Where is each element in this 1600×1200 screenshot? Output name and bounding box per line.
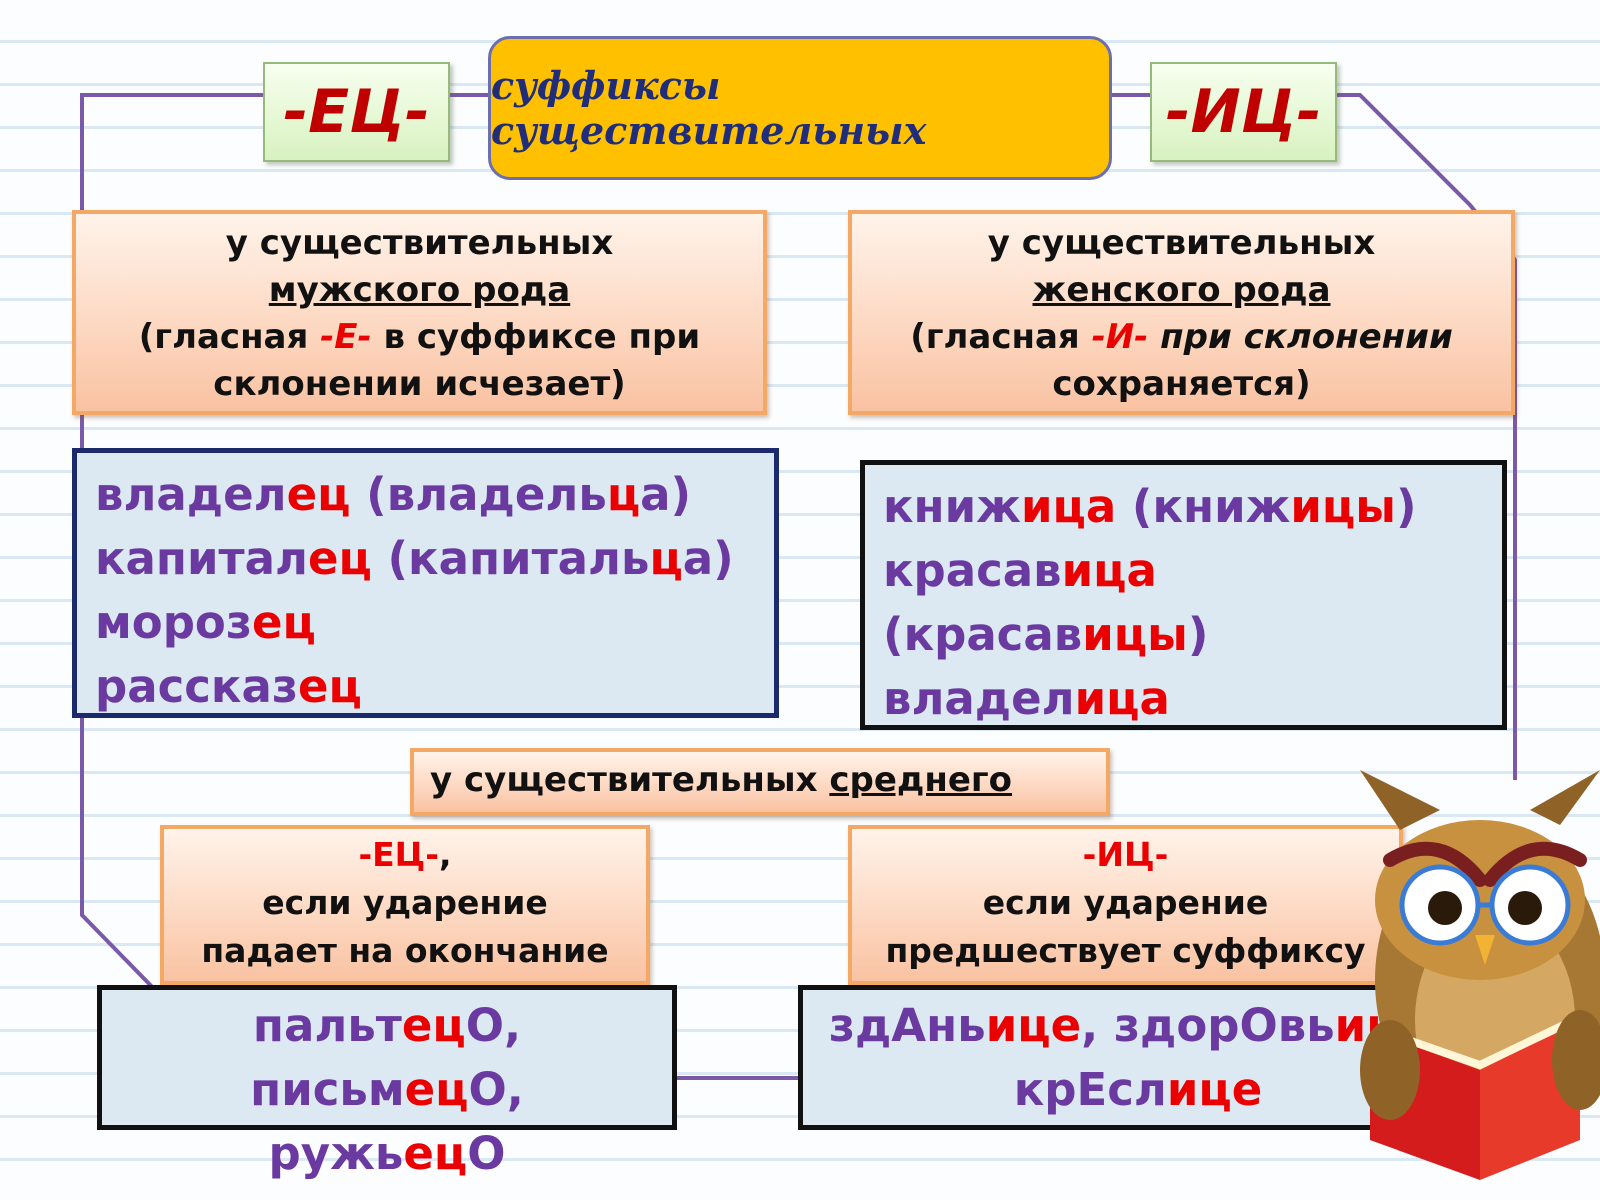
- example-text: здАнь: [828, 999, 986, 1052]
- feminine-vowel: -И-: [1091, 317, 1149, 357]
- page-title: суффиксы существительных: [491, 63, 927, 153]
- masculine-line3: (гласная -Е- в суффиксе при: [76, 314, 763, 361]
- example-text: О: [467, 1127, 506, 1180]
- neuter-ec-comma: ,: [439, 835, 452, 874]
- neuter-ic-line2: если ударение: [982, 883, 1269, 922]
- neuter-ic-rule-box: -ИЦ- если ударение предшествует суффиксу: [848, 825, 1403, 985]
- right-suffix-label: -ИЦ-: [1150, 62, 1337, 162]
- example-line: ружьецО: [102, 1122, 672, 1186]
- owl-icon: [1360, 770, 1600, 1180]
- suffix-highlight: ице: [985, 999, 1082, 1052]
- example-text: (книж: [1116, 480, 1291, 533]
- example-text: О,: [468, 1063, 524, 1116]
- example-text: капитал: [95, 532, 308, 585]
- example-line: владелица: [883, 667, 1502, 731]
- example-text: крЕсл: [1013, 1063, 1167, 1116]
- neuter-header-box: у существительных среднего: [410, 748, 1110, 816]
- suffix-highlight: ицы: [1290, 480, 1396, 533]
- suffix-highlight: ец: [251, 596, 316, 649]
- masculine-line3-post: в суффиксе при: [383, 317, 701, 357]
- example-text: а): [640, 468, 692, 521]
- example-text: О,: [465, 999, 522, 1052]
- feminine-examples-list: книжица (книжицы)красавица(красавицы)вла…: [883, 475, 1502, 731]
- masculine-rule-box: у существительных мужского рода (гласная…: [72, 210, 767, 415]
- feminine-rule-box: у существительных женского рода (гласная…: [848, 210, 1515, 415]
- example-text: (владель: [350, 468, 607, 521]
- suffix-highlight: ец: [403, 1127, 468, 1180]
- suffix-highlight: ец: [401, 999, 466, 1052]
- masculine-vowel: -Е-: [320, 317, 372, 357]
- suffix-highlight: ица: [1061, 544, 1157, 597]
- right-suffix-text: -ИЦ-: [1165, 77, 1322, 147]
- suffix-highlight: ец: [404, 1063, 469, 1116]
- feminine-line3: (гласная -И- при склонении: [852, 314, 1511, 361]
- suffix-highlight: ц: [606, 468, 641, 521]
- example-line: пальтецО,: [102, 994, 672, 1058]
- masculine-line3-pre: (гласная: [138, 317, 321, 357]
- masculine-line4: склонении исчезает): [213, 364, 626, 404]
- example-text: красав: [883, 544, 1062, 597]
- example-text: письм: [250, 1063, 405, 1116]
- example-line: крЕслице: [803, 1058, 1473, 1122]
- example-line: письмецО,: [102, 1058, 672, 1122]
- example-text: (капиталь: [371, 532, 650, 585]
- example-text: , здорОвь: [1081, 999, 1335, 1052]
- example-text: владел: [883, 672, 1075, 725]
- title-box: суффиксы существительных: [488, 36, 1112, 180]
- feminine-line3-pre: (гласная: [910, 317, 1092, 357]
- suffix-highlight: ице: [1166, 1063, 1263, 1116]
- suffix-highlight: ец: [307, 532, 372, 585]
- example-line: книжица (книжицы): [883, 475, 1502, 539]
- example-text: пальт: [252, 999, 402, 1052]
- suffix-highlight: ицы: [1082, 608, 1188, 661]
- suffix-highlight: ец: [297, 660, 362, 713]
- neuter-ec-examples-box: пальтецО,письмецО,ружьецО: [97, 985, 677, 1180]
- neuter-ec-rule-box: -ЕЦ-, если ударение падает на окончание: [160, 825, 650, 985]
- neuter-ic-suffix: -ИЦ-: [1082, 835, 1169, 874]
- neuter-ec-line1: -ЕЦ-,: [164, 831, 646, 879]
- neuter-ec-line2: если ударение: [262, 883, 548, 922]
- feminine-line1: у существительных: [987, 223, 1376, 263]
- example-text: рассказ: [95, 660, 298, 713]
- masculine-examples-box: владелец (владельца)капиталец (капитальц…: [72, 448, 779, 718]
- feminine-line3-post: при склонении: [1160, 317, 1453, 357]
- example-text: книж: [883, 480, 1021, 533]
- neuter-gender: среднего: [829, 760, 1013, 800]
- neuter-prefix: у существительных: [430, 760, 830, 800]
- feminine-gender: женского рода: [1032, 270, 1331, 310]
- suffix-highlight: ец: [286, 468, 351, 521]
- neuter-ec-examples-list: пальтецО,письмецО,ружьецО: [102, 994, 672, 1186]
- neuter-ec-suffix: -ЕЦ-: [358, 835, 439, 874]
- neuter-ec-line3: падает на окончание: [201, 931, 609, 970]
- example-text: владел: [95, 468, 287, 521]
- masculine-gender: мужского рода: [268, 270, 571, 310]
- example-line: красавица: [883, 539, 1502, 603]
- example-line: владелец (владельца): [95, 463, 774, 527]
- example-text: (красав: [883, 608, 1083, 661]
- example-text: а): [682, 532, 734, 585]
- example-line: капиталец (капитальца): [95, 527, 774, 591]
- example-text: ): [1396, 480, 1417, 533]
- example-line: морозец: [95, 591, 774, 655]
- masculine-line1: у существительных: [225, 223, 614, 263]
- suffix-highlight: ица: [1074, 672, 1170, 725]
- left-suffix-label: -ЕЦ-: [263, 62, 450, 162]
- example-text: мороз: [95, 596, 252, 649]
- neuter-ic-line3: предшествует суффиксу: [885, 931, 1366, 970]
- feminine-examples-box: книжица (книжицы)красавица(красавицы)вла…: [860, 460, 1507, 730]
- example-text: ружь: [268, 1127, 404, 1180]
- example-line: рассказец: [95, 655, 774, 719]
- suffix-highlight: ица: [1020, 480, 1117, 533]
- example-text: ): [1187, 608, 1209, 661]
- masculine-examples-list: владелец (владельца)капиталец (капитальц…: [95, 463, 774, 719]
- feminine-line4: сохраняется): [1052, 364, 1311, 404]
- suffix-highlight: ц: [649, 532, 683, 585]
- example-line: (красавицы): [883, 603, 1502, 667]
- right-connector: [1337, 93, 1517, 780]
- left-suffix-text: -ЕЦ-: [283, 77, 430, 147]
